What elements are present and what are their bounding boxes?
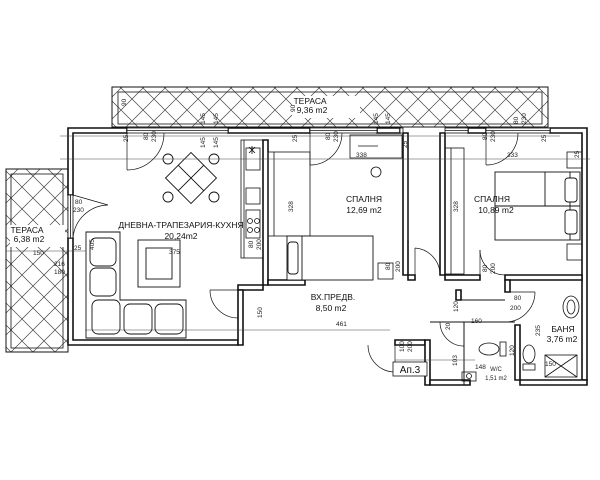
light-star-icon bbox=[248, 146, 256, 154]
dim-label: 120 bbox=[453, 301, 460, 312]
apartment-label: Ап.3 bbox=[392, 361, 428, 377]
dim-label: 80 bbox=[482, 132, 489, 140]
bedroom1-area: 12,69 m2 bbox=[346, 205, 382, 215]
dim-label: 338 bbox=[356, 152, 367, 159]
terrace-left-name: ТЕРАСА bbox=[10, 225, 43, 235]
dim-label: 216 bbox=[54, 261, 65, 268]
dim-label: 80 bbox=[325, 132, 332, 140]
dim-label: 145 bbox=[213, 113, 220, 124]
apartment-label-text: Ап.3 bbox=[400, 365, 421, 376]
dim-label: 235 bbox=[535, 325, 542, 336]
dim-label: 100 bbox=[399, 341, 406, 352]
dim-label: 200 bbox=[256, 239, 263, 250]
dining-table bbox=[162, 151, 220, 205]
toilet-wc bbox=[478, 341, 507, 357]
dim-label: 25 bbox=[123, 134, 130, 142]
dim-label: 25 bbox=[74, 245, 82, 252]
dim-label: 80 bbox=[143, 132, 150, 140]
terrace-top-name: ТЕРАСА bbox=[293, 96, 326, 106]
bath-name: БАНЯ bbox=[551, 324, 574, 334]
dim-label: 230 bbox=[490, 131, 497, 142]
dim-label: 145 bbox=[200, 137, 207, 148]
double-bed bbox=[494, 171, 581, 241]
desk bbox=[349, 134, 403, 178]
wc-area: 1,51 m2 bbox=[485, 376, 507, 382]
wardrobe-1 bbox=[267, 151, 311, 237]
dim-label: 80 bbox=[385, 262, 392, 270]
washbasin bbox=[562, 295, 580, 319]
dim-label: 461 bbox=[336, 321, 347, 328]
dim-label: 80 bbox=[513, 116, 520, 124]
dim-label: 180 bbox=[54, 269, 65, 276]
nightstand-1 bbox=[377, 262, 394, 280]
bedroom1-name: СПАЛНЯ bbox=[346, 194, 382, 204]
dim-label: 20 bbox=[445, 322, 452, 330]
windows bbox=[67, 127, 551, 239]
shower bbox=[544, 354, 578, 378]
terrace-left bbox=[5, 168, 69, 353]
dim-label: 120 bbox=[509, 345, 516, 356]
wardrobe-2 bbox=[444, 147, 465, 275]
dim-label: 145 bbox=[200, 113, 207, 124]
dim-label: 230 bbox=[521, 113, 528, 124]
toilet-bath bbox=[522, 344, 536, 371]
dim-label: 145 bbox=[373, 113, 380, 124]
dim-label: 148 bbox=[475, 364, 486, 371]
dim-label: 90 bbox=[121, 98, 128, 106]
dim-label: 80 bbox=[75, 199, 83, 206]
dim-label: 145 bbox=[385, 113, 392, 124]
dim-label: 150 bbox=[33, 250, 44, 257]
bedroom2-area: 10,89 m2 bbox=[478, 205, 514, 215]
hall-name: ВХ.ПРЕДВ. bbox=[311, 292, 356, 302]
terrace-top bbox=[111, 86, 549, 128]
dimension-labels: 90 145 145 90 25 80 230 145 145 25 80 23… bbox=[33, 98, 581, 371]
dim-label: 200 bbox=[490, 263, 497, 274]
living-area: 20,24m2 bbox=[164, 231, 197, 241]
dim-label: 80 bbox=[248, 240, 255, 248]
wc-basin bbox=[461, 371, 477, 382]
dim-label: 160 bbox=[471, 318, 482, 325]
dim-label: 333 bbox=[507, 152, 518, 159]
hall-area: 8,50 m2 bbox=[316, 303, 347, 313]
dim-label: 328 bbox=[288, 201, 295, 212]
dim-label: 230 bbox=[73, 207, 84, 214]
dim-label: 80 bbox=[482, 264, 489, 272]
dim-label: 150 bbox=[545, 361, 556, 368]
door-swings bbox=[72, 132, 536, 373]
corner-sofa bbox=[85, 231, 187, 339]
terrace-top-area: 9,36 m2 bbox=[297, 105, 328, 115]
terrace-left-area: 6,38 m2 bbox=[14, 234, 45, 244]
dim-label: 145 bbox=[213, 137, 220, 148]
bedroom2-name: СПАЛНЯ bbox=[474, 194, 510, 204]
nightstand-3 bbox=[566, 243, 583, 261]
bath-area: 3,76 m2 bbox=[547, 334, 578, 344]
coffee-table bbox=[137, 239, 181, 288]
dim-label: 230 bbox=[151, 131, 158, 142]
dim-label: 200 bbox=[510, 305, 521, 312]
dim-label: 230 bbox=[333, 131, 340, 142]
dim-label: 25 bbox=[574, 150, 581, 158]
dim-label: 103 bbox=[452, 355, 459, 366]
dim-label: 90 bbox=[290, 104, 297, 112]
dimension-lines bbox=[6, 135, 590, 361]
dim-label: 200 bbox=[395, 261, 402, 272]
bed-1 bbox=[286, 235, 374, 281]
dim-label: 200 bbox=[407, 341, 414, 352]
dim-label: 80 bbox=[514, 295, 522, 302]
nightstand-2 bbox=[566, 151, 583, 169]
dim-label: 328 bbox=[453, 201, 460, 212]
living-name: ДНЕВНА-ТРАПЕЗАРИЯ-КУХНЯ bbox=[118, 220, 243, 230]
dim-label: 25 bbox=[541, 134, 548, 142]
dim-label: 25 bbox=[402, 140, 409, 148]
dim-label: 405 bbox=[89, 239, 96, 250]
dim-label: 150 bbox=[257, 307, 264, 318]
wc-name: W/C bbox=[490, 367, 502, 373]
dim-label: 25 bbox=[292, 134, 299, 142]
dim-label: 375 bbox=[169, 249, 180, 256]
